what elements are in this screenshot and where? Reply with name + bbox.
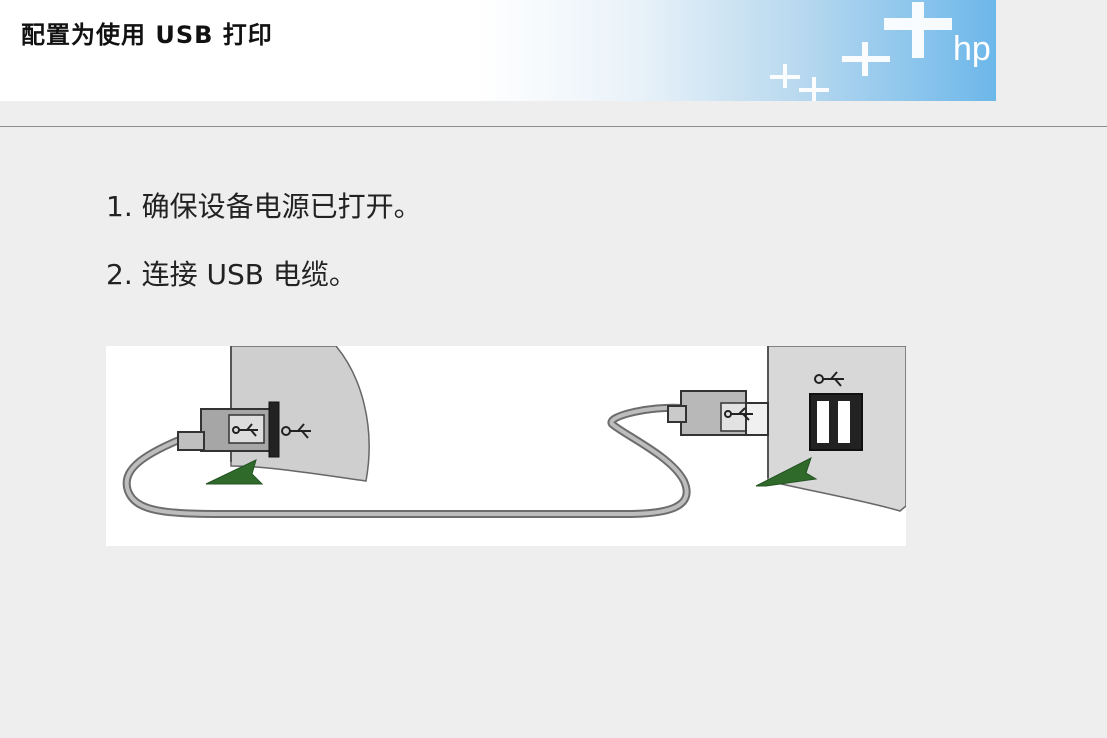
header-banner: 配置为使用 USB 打印 hp [0,0,996,101]
usb-icon [232,423,258,437]
step-2-text: 2. 连接 USB 电缆。 [106,258,357,291]
usb-a-plug [667,390,769,436]
usb-icon [814,371,844,387]
header-divider [0,126,1107,127]
page-title: 配置为使用 USB 打印 [21,21,273,49]
arrow-icon [755,457,818,487]
usb-icon [281,423,311,439]
arrow-icon [205,459,264,485]
usb-icon [724,407,753,421]
usb-port [809,393,863,451]
hp-plus-decoration [770,2,952,101]
usb-b-plug [177,401,280,458]
step-1-text: 1. 确保设备电源已打开。 [106,190,422,223]
usb-connection-illustration [106,345,907,546]
usb-cable-diagram [122,345,907,518]
hp-logo: hp [953,30,991,68]
